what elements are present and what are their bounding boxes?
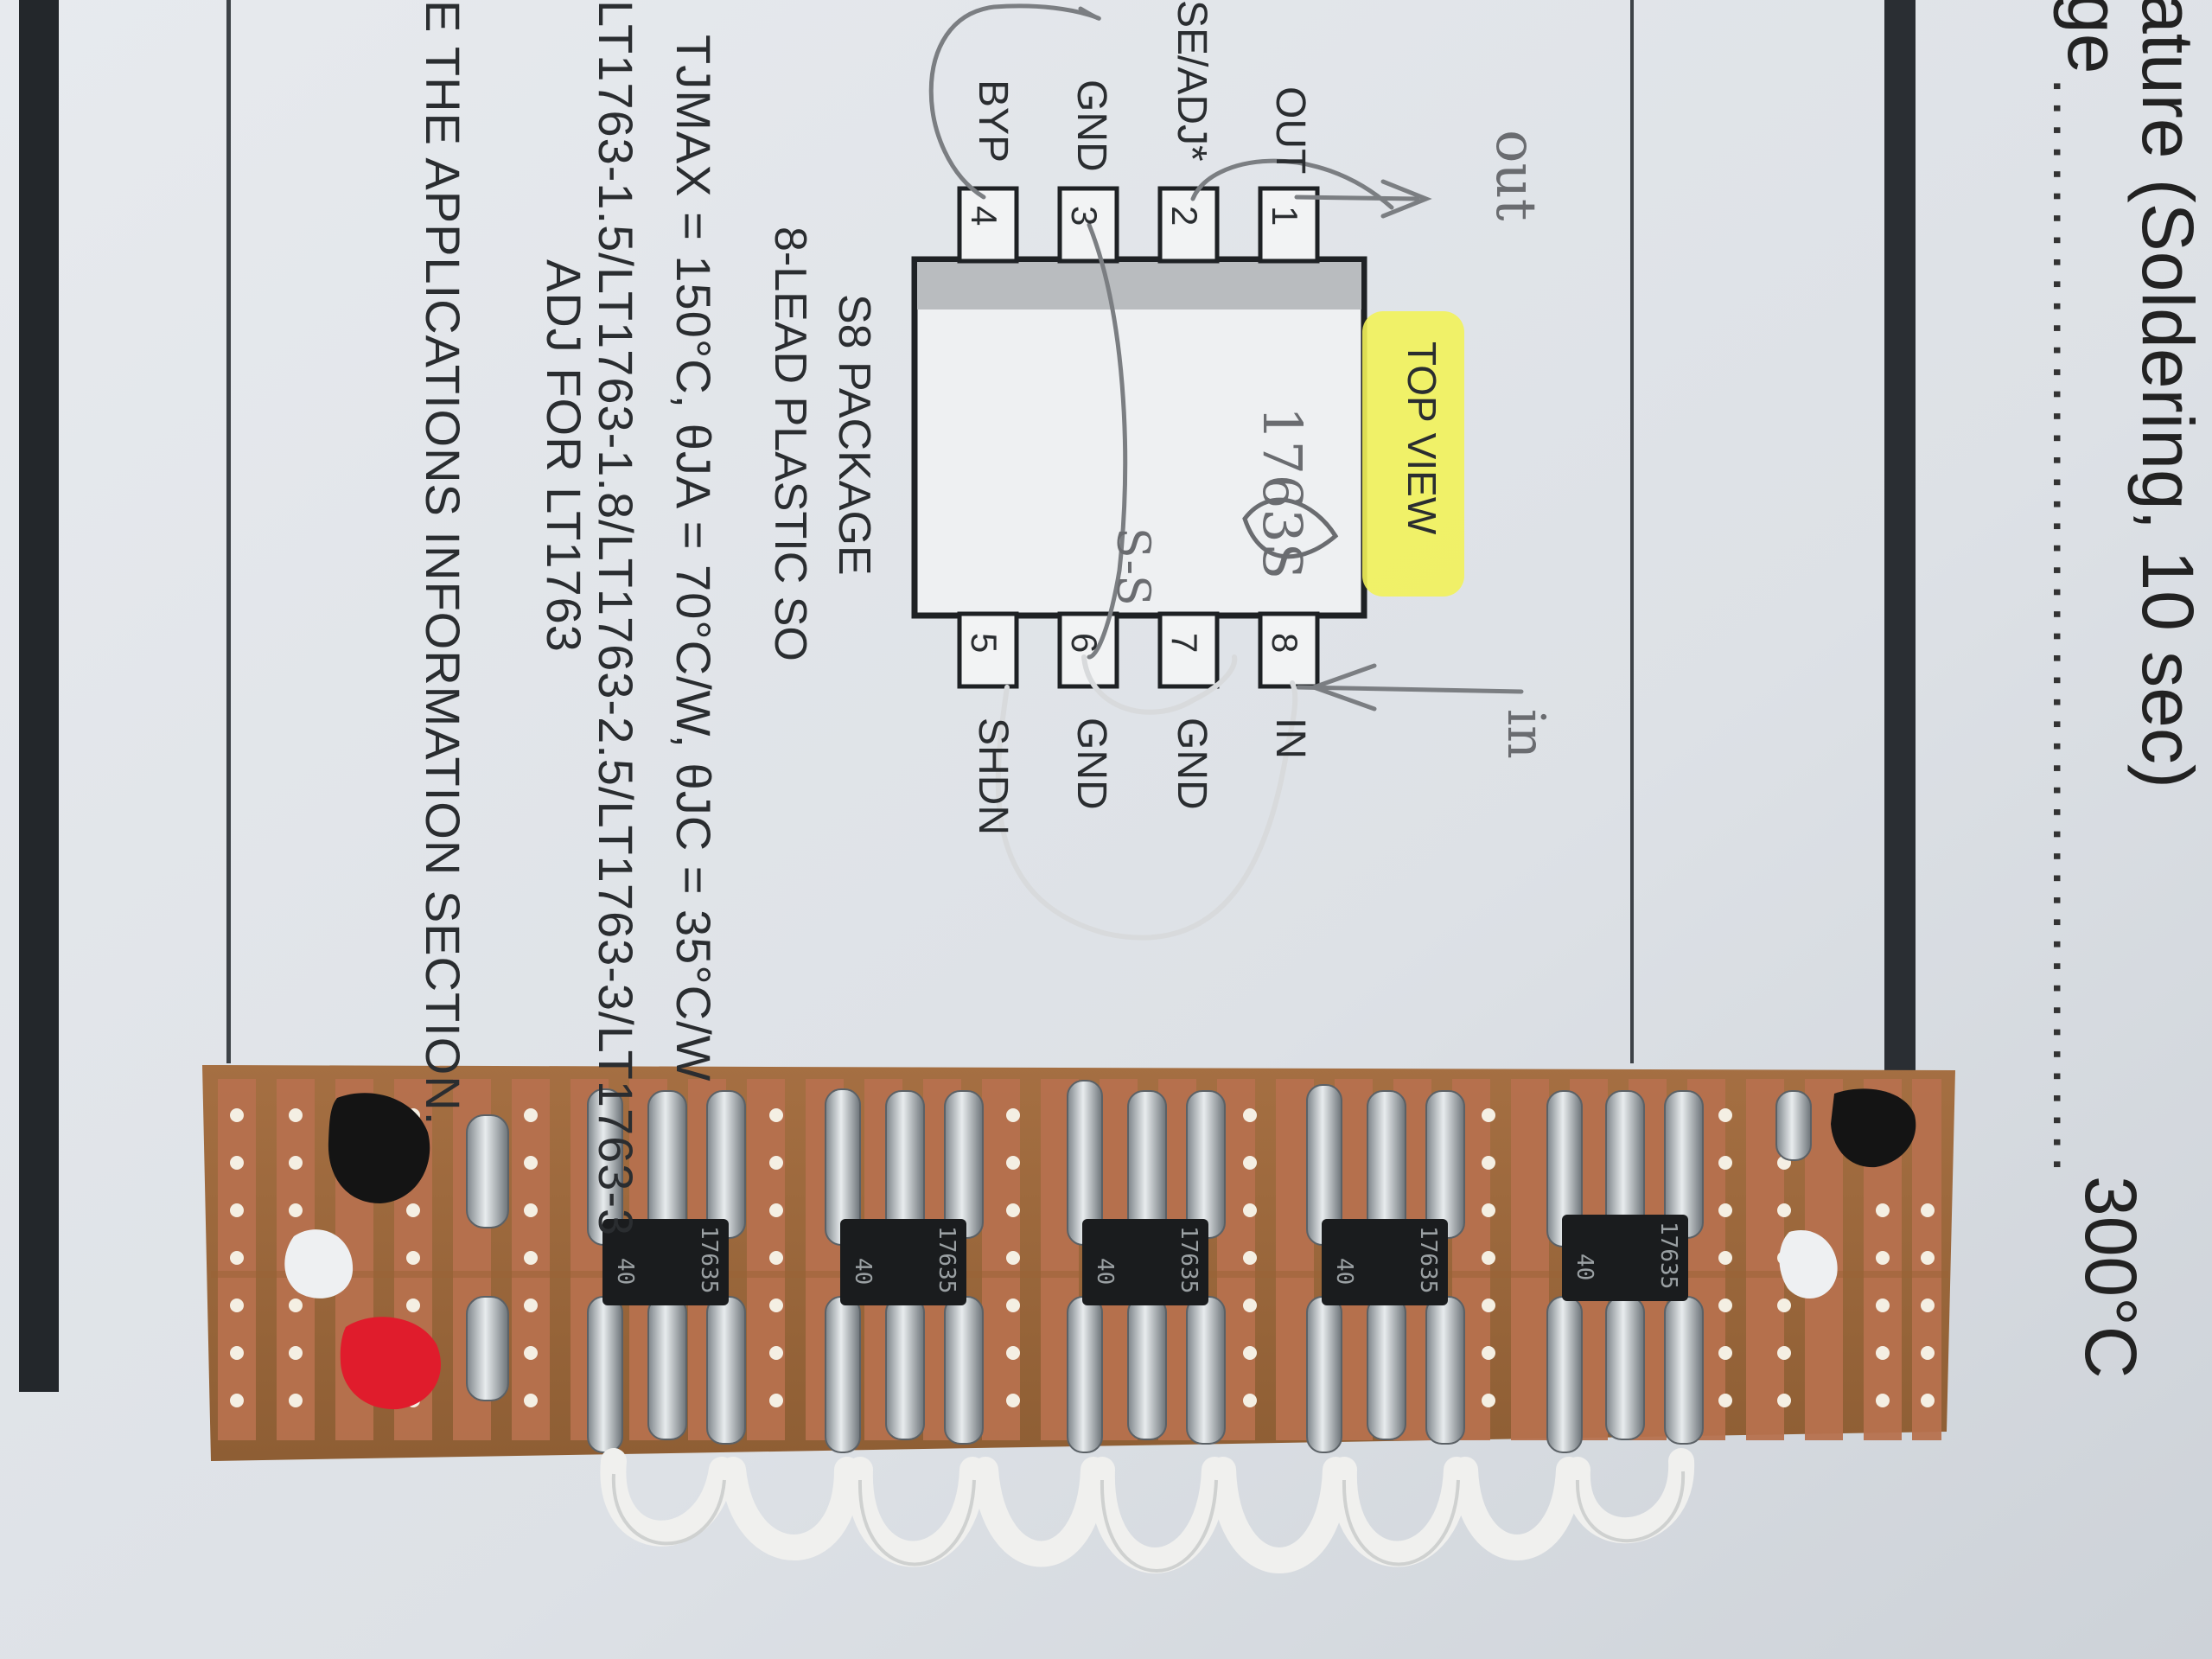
pin-label-shdn: SHDN: [970, 718, 1016, 836]
pin-label-gnd-7: GND: [1169, 718, 1214, 810]
pin-number-1: 1: [1265, 206, 1305, 227]
chip-code-3: 40: [1092, 1258, 1118, 1286]
datasheet-note-applications: E THE APPLICATIONS INFORMATION SECTION.: [416, 0, 470, 1126]
chip-code-1: 40: [612, 1258, 638, 1286]
chip-marking-4: 17635: [1415, 1226, 1441, 1294]
regulator-chip: [1082, 1219, 1208, 1305]
package-name: S8 PACKAGE: [829, 294, 879, 576]
datasheet-note-adj: ADJ FOR LT1763: [537, 259, 591, 653]
pin-label-out: OUT: [1267, 86, 1313, 175]
pin-number-5: 5: [964, 633, 1004, 654]
chip-code-4: 40: [1331, 1258, 1357, 1286]
regulator-chip: [1562, 1215, 1688, 1301]
dotted-leader: ........................................…: [2041, 78, 2108, 1178]
chip-marking-2: 17635: [934, 1226, 959, 1294]
top-view-label: TOP VIEW: [1399, 341, 1444, 535]
jumper-wires: [600, 1448, 1695, 1573]
handwritten-in: in: [1495, 709, 1556, 759]
chip-marking-3: 17635: [1176, 1226, 1202, 1294]
pin-label-gnd-3: GND: [1068, 80, 1114, 172]
pin-number-8: 8: [1265, 633, 1305, 654]
pins-bottom: [957, 611, 1320, 689]
datasheet-note-thermal: TJMAX = 150°C, θJA = 70°C/W, θJC = 35°C/…: [666, 35, 721, 1082]
handwritten-out: out: [1483, 130, 1547, 221]
regulator-row: [466, 1080, 1812, 1453]
pin-label-sense-adj: SE/ADJ*: [1169, 0, 1214, 162]
regulator-chip: [840, 1219, 966, 1305]
pin-number-2: 2: [1164, 206, 1205, 227]
package-pin1-band: [917, 262, 1361, 309]
top-view-highlight: [1362, 311, 1464, 597]
right-dark-edge: [1884, 0, 1916, 1072]
handwritten-part-number: 1763S: [1251, 406, 1314, 580]
pin-number-3: 3: [1064, 206, 1105, 227]
chip-marking-1: 17635: [696, 1226, 722, 1294]
jumper-wire-shading: [611, 1471, 1686, 1573]
pencil-wiring: [928, 3, 1524, 711]
mounting-hole-right: [1779, 1230, 1838, 1298]
solder-temp-value: 300°C: [2070, 1176, 2151, 1379]
handwritten-suffix: S-S: [1106, 527, 1158, 606]
black-power-pad: [328, 1093, 430, 1203]
solder-temp-label: ature (Soldering, 10 sec): [2127, 0, 2209, 788]
silver-pen-wiring: [995, 654, 1298, 941]
chip-code-2: 40: [850, 1258, 876, 1286]
pin-label-in: IN: [1267, 718, 1313, 759]
pin-number-7: 7: [1164, 633, 1205, 654]
red-power-pad: [340, 1317, 441, 1410]
storage-label-fragment: ge: [2053, 0, 2134, 74]
regulator-chip: [1322, 1219, 1448, 1305]
pin-number-6: 6: [1064, 633, 1105, 654]
mounting-hole-left: [284, 1229, 354, 1298]
left-dark-edge: [19, 0, 59, 1392]
black-power-pad-right: [1831, 1088, 1916, 1168]
pin-label-gnd-6: GND: [1068, 718, 1114, 810]
pin-number-4: 4: [964, 206, 1004, 227]
left-border-line: [226, 0, 231, 1063]
pin-label-byp: BYP: [970, 80, 1016, 163]
package-description: 8-LEAD PLASTIC SO: [765, 227, 815, 661]
chip-marking-5: 17635: [1655, 1222, 1681, 1290]
right-border-line: [1630, 0, 1634, 1063]
hand-drawn-logo: [1242, 497, 1339, 559]
datasheet-note-variants: LT1763-1.5/LT1763-1.8/LT1763-2.5/LT1763-…: [589, 0, 643, 1237]
chip-code-5: 40: [1571, 1254, 1597, 1281]
regulator-chip: [602, 1219, 729, 1305]
